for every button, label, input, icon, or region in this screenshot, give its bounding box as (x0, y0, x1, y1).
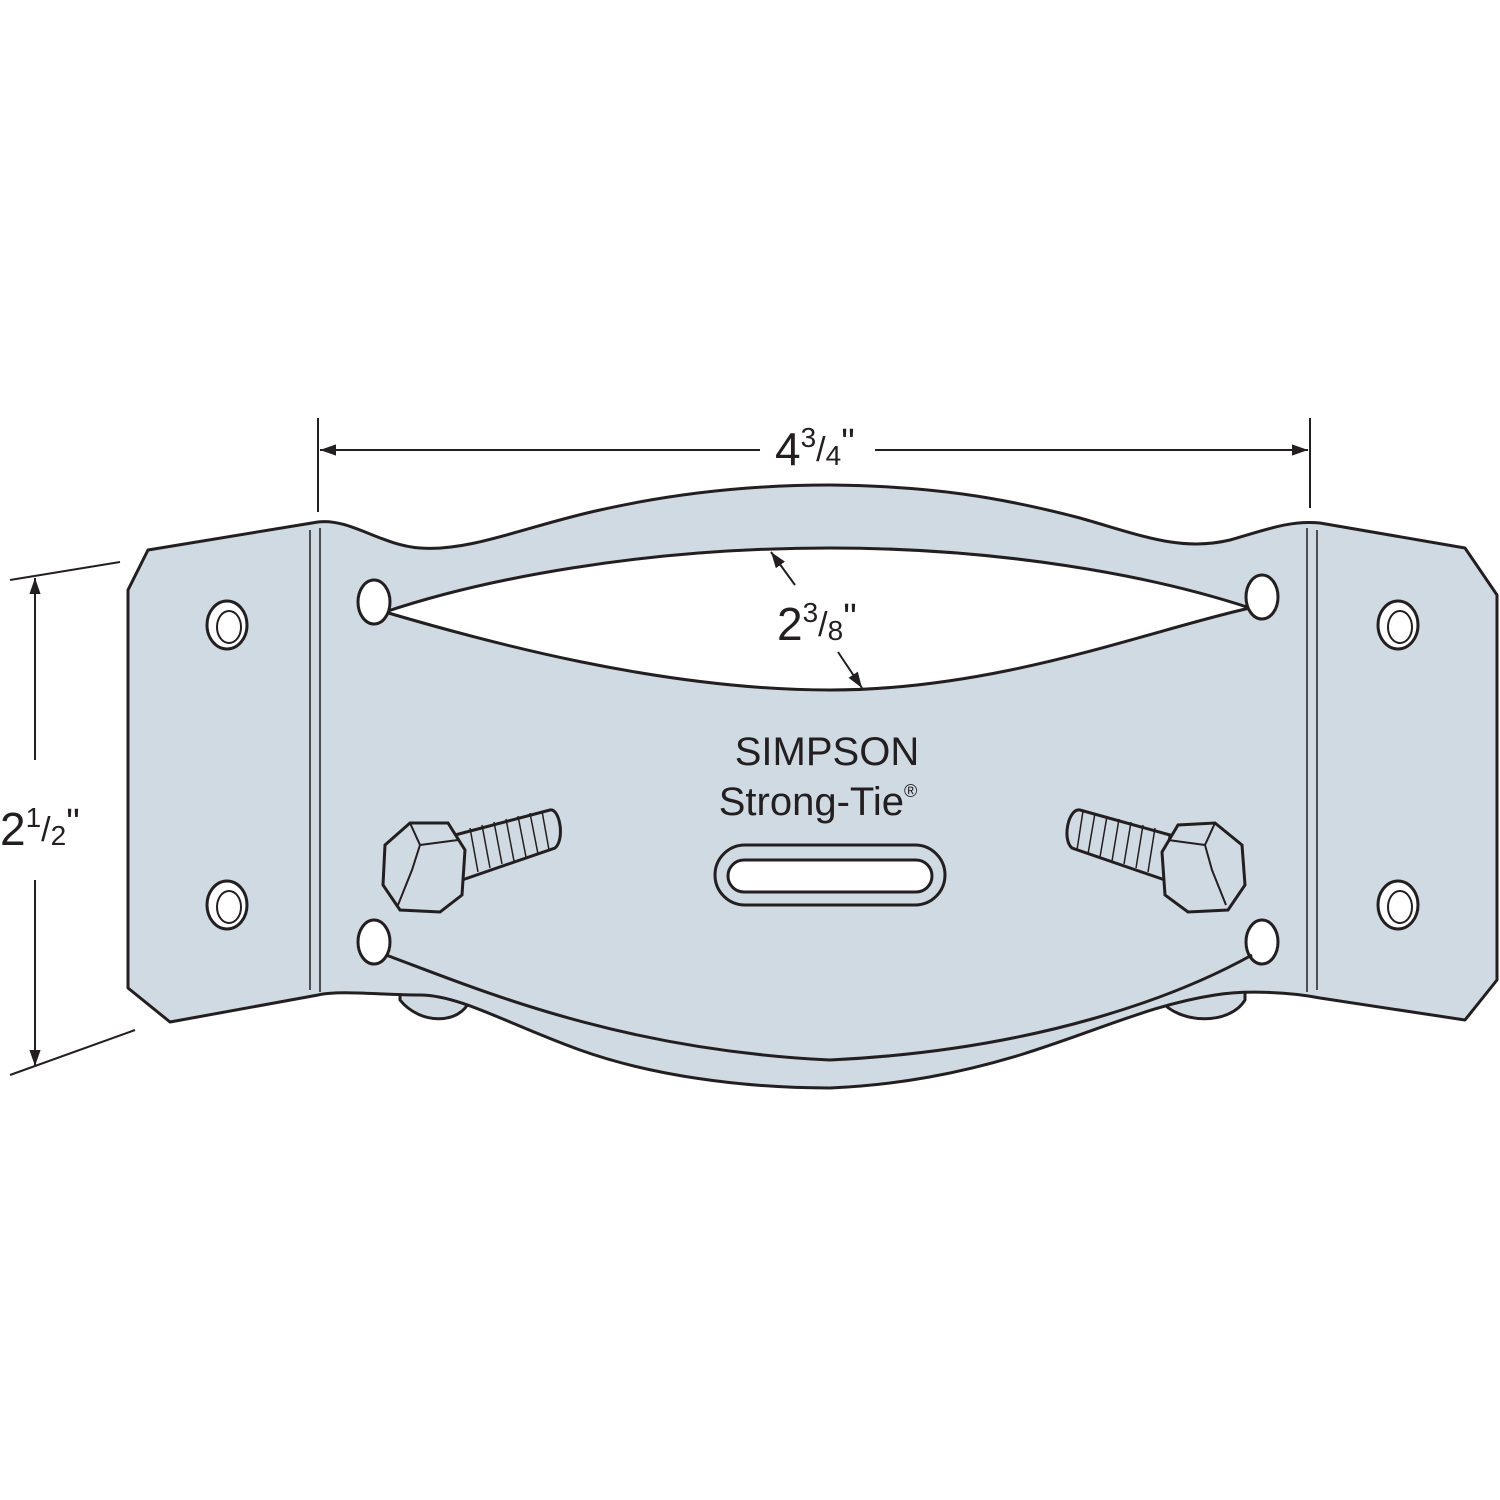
opening-slash: / (818, 606, 828, 644)
height-numerator: 1 (26, 802, 42, 833)
registered-mark: ® (904, 781, 917, 801)
plate-holes (356, 573, 1280, 966)
brand-simpson: SIMPSON (735, 730, 919, 774)
width-denominator: 4 (826, 440, 842, 471)
width-numerator: 3 (801, 422, 817, 453)
width-dimension-label: 43/4" (775, 422, 855, 475)
width-whole: 4 (775, 423, 801, 475)
opening-whole: 2 (777, 598, 803, 650)
opening-dimension (770, 551, 863, 689)
fold-lines (309, 528, 1318, 992)
brand-strong-tie: Strong-Tie® (719, 780, 918, 824)
center-slot (713, 843, 947, 907)
bolt-right (1065, 808, 1247, 914)
height-dimension-label: 21/2" (0, 802, 80, 855)
opening-denominator: 8 (828, 615, 844, 646)
width-dimension (317, 418, 1311, 512)
height-slash: / (41, 811, 51, 849)
flange-hole-inner (216, 610, 1413, 924)
height-dimension (9, 561, 136, 1076)
width-unit: " (841, 422, 855, 464)
height-unit: " (66, 802, 80, 844)
opening-unit: " (843, 597, 857, 639)
opening-numerator: 3 (803, 597, 819, 628)
bolt-left (381, 808, 562, 914)
width-slash: / (816, 431, 826, 469)
brand-strong-tie-label: Strong-Tie (719, 780, 904, 824)
lower-strap-line (385, 953, 1253, 1062)
height-denominator: 2 (51, 820, 67, 851)
height-whole: 2 (0, 803, 26, 855)
opening-dimension-label: 23/8" (777, 597, 857, 650)
bracket (126, 483, 1499, 1090)
flange-holes (205, 599, 1420, 931)
